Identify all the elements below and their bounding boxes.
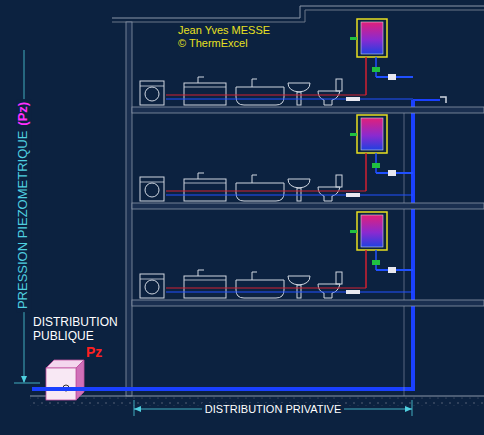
bath-tap — [252, 272, 257, 280]
bath-tap — [252, 175, 257, 183]
washing-machine-panel — [140, 86, 164, 87]
toilet-tank — [336, 175, 342, 187]
roof-line — [112, 10, 484, 22]
bathtub — [236, 183, 284, 201]
branch-valve — [388, 170, 396, 176]
heater-connection — [350, 133, 357, 136]
floor-slab — [132, 300, 484, 306]
sink-unit — [184, 276, 226, 298]
tap-symbol — [440, 97, 446, 103]
water-heater — [361, 22, 383, 54]
arrow-head — [405, 406, 412, 412]
sink-tap — [198, 270, 204, 276]
meter-box-side — [76, 360, 84, 400]
toilet — [318, 284, 340, 298]
washbasin — [288, 179, 310, 188]
safety-group — [372, 163, 380, 168]
water-heater — [361, 118, 383, 150]
piezometric-label: PRESSION PIEZOMETRIQUE (Pz) — [17, 98, 32, 311]
washing-machine-panel — [140, 279, 164, 280]
heater-hot-outlet — [365, 250, 367, 288]
heater-frame — [357, 19, 387, 57]
sink-tap — [198, 77, 204, 83]
valve — [346, 97, 360, 101]
ground-line — [30, 396, 484, 397]
heater-hot-outlet — [365, 153, 367, 191]
valve — [346, 193, 360, 197]
hot-water-pipe — [166, 94, 366, 95]
washing-machine-panel — [140, 182, 164, 183]
dimension-tick — [14, 383, 40, 384]
heater-connection — [350, 37, 357, 40]
pressure-symbol: (Pz) — [16, 101, 31, 125]
heater-hot-outlet — [365, 57, 367, 95]
sink-unit — [184, 179, 226, 201]
washbasin — [288, 83, 310, 92]
washing-machine — [140, 177, 164, 201]
heater-connection — [350, 230, 357, 233]
dimension-tick — [134, 400, 135, 416]
left-wall — [126, 22, 132, 396]
sink-edge — [184, 87, 226, 88]
cold-water-pipe — [166, 98, 413, 99]
bath-tap — [252, 79, 257, 87]
heater-frame — [357, 115, 387, 153]
washing-machine-door — [145, 280, 159, 294]
washing-machine-door — [145, 183, 159, 197]
cold-water-pipe — [166, 194, 413, 195]
washing-machine-door — [145, 87, 159, 101]
riser-guide — [404, 110, 405, 396]
floor-slab — [132, 107, 484, 113]
heater-frame — [357, 212, 387, 250]
safety-group — [372, 67, 380, 72]
safety-group — [372, 260, 380, 265]
toilet-tank — [336, 272, 342, 284]
public-distribution-label: DISTRIBUTION PUBLIQUE — [33, 316, 128, 344]
toilet — [318, 91, 340, 105]
main-water-pipe — [32, 100, 413, 389]
hot-water-pipe — [166, 190, 366, 191]
sink-edge — [184, 280, 226, 281]
branch-valve — [388, 74, 396, 80]
piezometric-text: PRESSION PIEZOMETRIQUE — [16, 130, 31, 308]
toilet-tank — [336, 79, 342, 91]
washing-machine — [140, 274, 164, 298]
hot-water-pipe — [166, 287, 366, 288]
top-pipe — [413, 99, 440, 101]
cold-water-pipe — [166, 291, 413, 292]
toilet — [318, 187, 340, 201]
meter-box-front — [46, 368, 76, 400]
copyright-label: © ThermExcel — [178, 37, 248, 50]
floor-slab — [132, 203, 484, 209]
bathtub — [236, 280, 284, 298]
arrow-head — [21, 376, 27, 383]
arrow-head — [134, 406, 141, 412]
washing-machine — [140, 81, 164, 105]
dimension-tick — [412, 400, 413, 416]
branch-valve — [388, 267, 396, 273]
washbasin — [288, 276, 310, 285]
water-heater — [361, 215, 383, 247]
author-label: Jean Yves MESSE — [178, 24, 270, 37]
private-distribution-label: DISTRIBUTION PRIVATIVE — [202, 403, 345, 416]
sink-edge — [184, 183, 226, 184]
sink-tap — [198, 173, 204, 179]
sink-unit — [184, 83, 226, 105]
roof-line — [112, 6, 484, 18]
bathtub — [236, 87, 284, 105]
valve — [346, 290, 360, 294]
pressure-symbol: Pz — [86, 344, 102, 360]
